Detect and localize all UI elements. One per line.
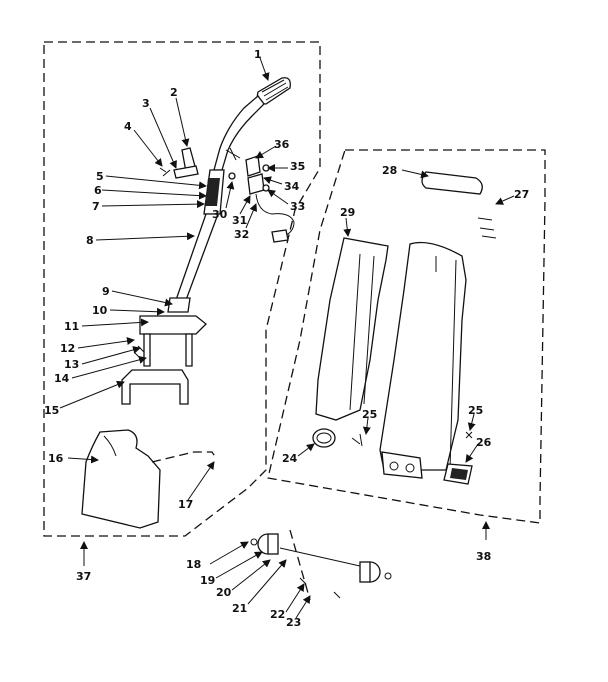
part-label-38: 38 — [476, 550, 491, 563]
group-38-boundary — [267, 149, 546, 524]
part-label-22: 22 — [270, 608, 285, 621]
bag-top-cap — [421, 171, 483, 195]
part-label-26: 26 — [476, 436, 492, 449]
part-label-9: 9 — [102, 285, 110, 298]
part-label-29: 29 — [340, 206, 355, 219]
gasket-26 — [443, 463, 473, 485]
part-label-34: 34 — [284, 180, 300, 193]
part-label-35: 35 — [290, 160, 305, 173]
inner-bag — [315, 237, 389, 421]
outer-bag — [379, 241, 467, 479]
part-label-2: 2 — [170, 86, 178, 99]
part-label-11: 11 — [64, 320, 79, 333]
leader-lines — [59, 57, 515, 619]
handle-assembly — [167, 77, 291, 313]
part-label-31: 31 — [232, 214, 247, 227]
part-label-25a: 25 — [362, 408, 377, 421]
part-label-1: 1 — [254, 48, 262, 61]
switch-parts — [225, 147, 295, 243]
part-label-18: 18 — [186, 558, 201, 571]
lower-bracket — [121, 369, 189, 405]
part-label-36: 36 — [274, 138, 290, 151]
part-label-15: 15 — [44, 404, 59, 417]
part-label-3: 3 — [142, 97, 150, 110]
collar-ring — [312, 428, 336, 448]
part-label-7: 7 — [92, 200, 100, 213]
part-label-21: 21 — [232, 602, 247, 615]
group-37-boundary — [43, 41, 321, 537]
part-label-25b: 25 — [468, 404, 483, 417]
part-label-37: 37 — [76, 570, 91, 583]
spring-clip — [477, 217, 497, 239]
wheel-axle-assembly — [250, 529, 392, 601]
part-label-23: 23 — [286, 616, 301, 629]
part-label-8: 8 — [86, 234, 94, 247]
bag-group-marks — [351, 431, 473, 447]
part-label-32: 32 — [234, 228, 249, 241]
cord-hook — [159, 147, 199, 179]
part-label-12: 12 — [60, 342, 75, 355]
dust-cover — [81, 429, 217, 529]
part-label-4: 4 — [124, 120, 132, 133]
part-label-10: 10 — [92, 304, 108, 317]
part-label-5: 5 — [96, 170, 104, 183]
part-label-30: 30 — [212, 208, 228, 221]
part-label-24: 24 — [282, 452, 298, 465]
part-label-13: 13 — [64, 358, 79, 371]
part-label-14: 14 — [54, 372, 70, 385]
part-label-27: 27 — [514, 188, 529, 201]
part-label-19: 19 — [200, 574, 215, 587]
part-label-6: 6 — [94, 184, 102, 197]
yoke-assembly — [133, 315, 207, 367]
part-label-28: 28 — [382, 164, 397, 177]
part-label-20: 20 — [216, 586, 232, 599]
part-label-33: 33 — [290, 200, 305, 213]
part-label-16: 16 — [48, 452, 64, 465]
part-label-17: 17 — [178, 498, 193, 511]
